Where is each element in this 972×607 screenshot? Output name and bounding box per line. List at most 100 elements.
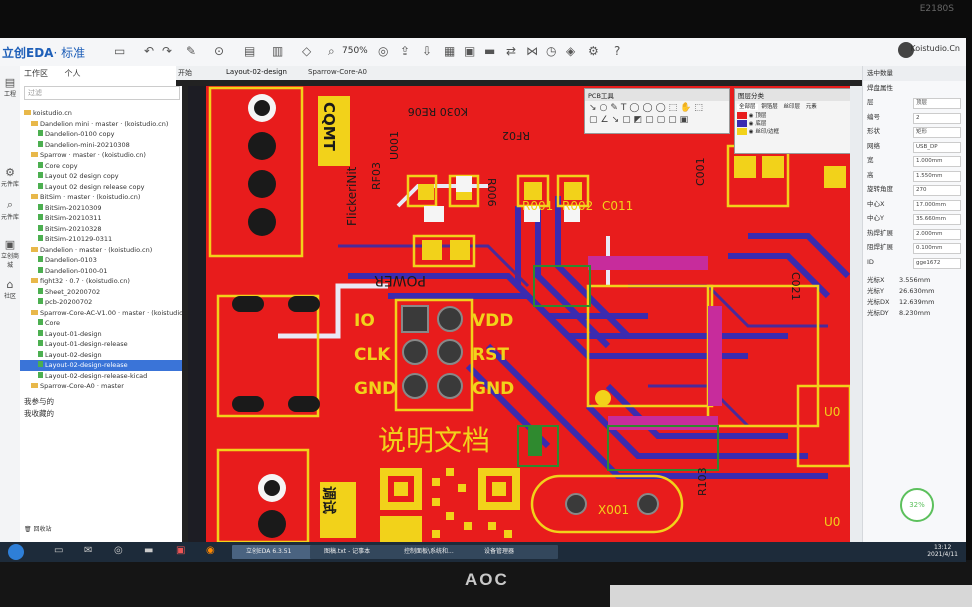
tree-item[interactable]: Sheet_20200702 [20,287,184,298]
distribute-icon[interactable]: ▥ [272,44,284,58]
pcb-tools-icons-row2[interactable]: ▢∠↘▢◩▢▢▢▣ [589,115,692,125]
tab-personal[interactable]: 个人 [64,69,81,78]
tree-folder[interactable]: fight32 · 0.7 · (koistudio.cn) [20,276,184,287]
prop-value-field[interactable]: 2 [913,112,961,124]
prop-value-field[interactable]: 矩形 [913,127,961,138]
system-clock[interactable]: 13:12 2021/4/11 [927,544,958,558]
bom-icon[interactable]: ▬ [484,44,496,58]
tree-folder[interactable]: koistudio.cn [20,108,184,119]
shape-icon[interactable]: ◇ [302,44,312,58]
align-icon[interactable]: ▤ [244,44,256,58]
rail-library[interactable]: ⌕元件库 [0,198,19,221]
camera-icon[interactable]: ◎ [378,44,389,58]
atk-icon[interactable]: ▣ [176,545,186,556]
tree-item[interactable]: Layout-02-design-release [20,360,184,371]
prop-value-field[interactable]: 1.000mm [913,156,961,167]
tree-item[interactable]: Layout-01-design [20,329,184,340]
tree-folder[interactable]: Dandelion mini · master · (koistudio.cn) [20,119,184,130]
layers-window[interactable]: 图层分类 全部层 铜箔层 丝印层 元素 ◉ 顶层 ◉ 底层 ◉ 丝印/边框 [734,88,850,154]
pcb-tools-icons[interactable]: ↘○✎T◯◯◯⬚✋⬚ [589,103,706,113]
folder-icon[interactable]: ▬ [144,545,154,556]
tree-folder[interactable]: BitSim · master · (koistudio.cn) [20,192,184,203]
tab-layout[interactable]: Layout-02-design [226,68,287,76]
gear-icon[interactable]: ⚙ [588,44,599,58]
tree-item[interactable]: Layout-02-design [20,350,184,361]
tree-item[interactable]: pcb-20200702 [20,297,184,308]
tab-sparrow[interactable]: Sparrow-Core-A0 [308,68,368,76]
tree-folder[interactable]: Dandelion · master · (koistudio.cn) [20,245,184,256]
task-lceda[interactable]: 立创EDA 6.3.51 [232,545,316,559]
prop-value-field[interactable]: gge1672 [913,257,961,269]
prop-value-field[interactable]: 270 [913,185,961,196]
prop-value-field[interactable]: 顶层 [913,98,961,109]
tree-folder[interactable]: Sparrow-Core-AC-V1.00 · master · (koistu… [20,308,184,319]
eye-icon[interactable]: ◉ [748,113,754,119]
tree-item[interactable]: BitSim-20210311 [20,213,184,224]
undo-icon[interactable]: ↶ [144,44,155,58]
history-icon[interactable]: ◷ [546,44,557,58]
zoom-icon[interactable]: ⌕ [328,44,335,58]
tree-item[interactable]: Dandelion-0100 copy [20,129,184,140]
pcb-canvas[interactable]: IO VDD CLK RST GND GND 说明文档 R001 R002 C0… [188,86,850,542]
layers-tab-all[interactable]: 全部层 [737,104,758,110]
prop-value-field[interactable]: 0.100mm [913,243,961,254]
help-icon[interactable]: ? [614,44,621,58]
layer-bottom[interactable]: ◉ 底层 [735,119,850,127]
rail-project[interactable]: ▤工程 [0,76,20,98]
mail-icon[interactable]: ✉ [84,545,93,556]
tree-item[interactable]: BitSim-210129-0311 [20,234,184,245]
export-icon[interactable]: ⇪ [400,44,411,58]
panel-favorites[interactable]: 我收藏的 [24,409,54,418]
task-notepad[interactable]: 图稿.txt - 记事本 [310,545,398,559]
layer-top[interactable]: ◉ 顶层 [735,111,850,119]
tree-item[interactable]: Dandelion-0100-01 [20,266,184,277]
rail-community[interactable]: ⌂社区 [0,278,20,300]
start-button[interactable] [8,544,24,560]
eye-icon[interactable]: ◉ [748,129,754,135]
explorer-icon[interactable]: ▭ [54,545,64,556]
filter-input[interactable]: 过滤 [24,86,180,100]
pcb-icon[interactable]: ▣ [464,44,476,58]
rail-mall[interactable]: ▣立创商城 [0,238,19,269]
eye-icon[interactable]: ◉ [748,121,754,127]
avatar[interactable] [898,42,914,58]
gerber-icon[interactable]: ▦ [444,44,456,58]
pcb-board[interactable]: IO VDD CLK RST GND GND 说明文档 R001 R002 C0… [188,86,850,542]
pen-icon[interactable]: ✎ [186,44,197,58]
share-icon[interactable]: ⋈ [526,44,538,58]
app-logo[interactable]: 立创EDA· 标准 [2,46,86,60]
task-device-manager[interactable]: 设备管理器 [470,545,558,559]
tree-item[interactable]: Layout-02-design-release-kicad [20,371,184,382]
panel-joined[interactable]: 我参与的 [24,397,54,406]
user-name[interactable]: Koistudio.Cn [910,44,960,53]
redo-icon[interactable]: ↷ [162,44,173,58]
prop-value-field[interactable]: USB_DP [913,141,961,153]
tree-item[interactable]: BitSim-20210309 [20,203,184,214]
rail-design[interactable]: ⚙元件库 [0,166,19,188]
tree-item[interactable]: Layout 02 design copy [20,171,184,182]
prop-value-field[interactable]: 35.660mm [913,214,961,225]
tree-item[interactable]: BitSim-20210328 [20,224,184,235]
layers-tab-silk[interactable]: 丝印层 [783,104,801,110]
pcb-tools-window[interactable]: PCB工具 ↘○✎T◯◯◯⬚✋⬚ ▢∠↘▢◩▢▢▢▣ [584,88,730,134]
route-icon[interactable]: ⇄ [506,44,517,58]
tree-item[interactable]: Core [20,318,184,329]
tree-folder[interactable]: Sparrow · master · (koistudio.cn) [20,150,184,161]
task-control-panel[interactable]: 控制面板\系统和... [390,545,478,559]
chrome-icon[interactable]: ◎ [114,545,123,556]
import-icon[interactable]: ⇩ [422,44,433,58]
layers-tab-elements[interactable]: 元素 [805,104,817,110]
tree-folder[interactable]: Sparrow-Core-A0 · master [20,381,184,392]
tree-item[interactable]: Core copy [20,161,184,172]
tree-item[interactable]: Dandelion-0103 [20,255,184,266]
tree-item[interactable]: Layout-01-design-release [20,339,184,350]
layer-silk[interactable]: ◉ 丝印/边框 [735,127,850,135]
layers-tab-copper[interactable]: 铜箔层 [761,104,778,110]
trash-button[interactable]: 🗑 回收站 [24,526,52,533]
firefox-icon[interactable]: ◉ [206,545,215,556]
tab-start[interactable]: 开始 [178,69,192,77]
prop-value-field[interactable]: 1.550mm [913,170,961,182]
pin-icon[interactable]: ⊙ [214,44,225,58]
layers-icon[interactable]: ◈ [566,44,576,58]
tab-workspace[interactable]: 工作区 [24,69,48,78]
